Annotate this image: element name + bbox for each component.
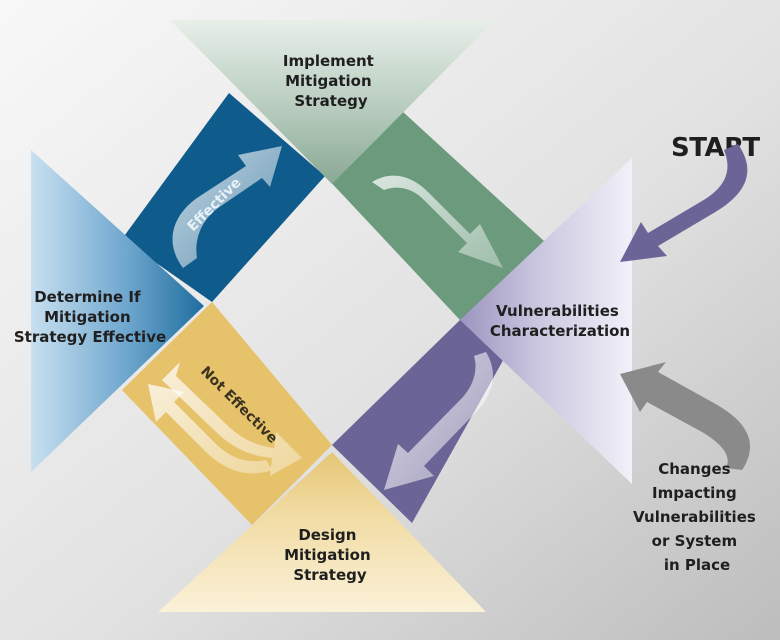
implement-triangle <box>170 20 495 184</box>
determine-triangle <box>31 150 204 472</box>
start-arrow <box>620 144 748 262</box>
vulnerabilities-triangle <box>460 158 632 484</box>
changes-label: Changes Impacting Vulnerabilities or Sys… <box>633 460 761 574</box>
start-label: START <box>671 133 760 163</box>
vulnerabilities-to-design-arrow <box>384 352 493 490</box>
implement-label: Implement Mitigation Strategy <box>283 52 379 110</box>
implement-to-vulnerabilities-arrow <box>372 175 503 268</box>
not-effective-arrow-return <box>148 384 272 474</box>
design-triangle <box>158 452 486 612</box>
changes-arrow <box>620 362 751 470</box>
not-effective-arrow-forward <box>162 362 302 476</box>
determine-label: Determine If Mitigation Strategy Effecti… <box>14 288 166 346</box>
vulnerabilities-label: Vulnerabilities Characterization <box>490 302 630 340</box>
effective-arrow <box>172 146 282 268</box>
design-label: Design Mitigation Strategy <box>284 526 376 584</box>
